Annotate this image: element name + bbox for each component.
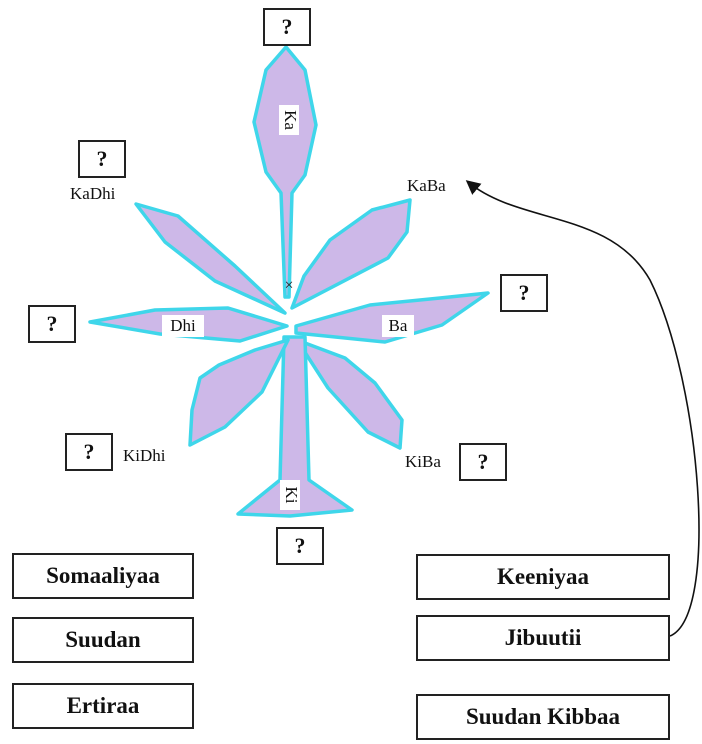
label-chip-ki (280, 480, 300, 510)
petal-southeast (295, 338, 404, 450)
petal-northeast (290, 198, 412, 310)
center-mark: × (284, 277, 293, 294)
question-box-southeast[interactable]: ? (459, 443, 507, 481)
question-box-south[interactable]: ? (276, 527, 324, 565)
answer-keeniyaa[interactable]: Keeniyaa (416, 554, 670, 600)
label-dhi: Dhi (170, 316, 196, 335)
petal-south (236, 335, 354, 518)
label-chip-ka (279, 105, 299, 135)
label-ba: Ba (389, 316, 408, 335)
answer-somaaliyaa[interactable]: Somaaliyaa (12, 553, 194, 599)
question-box-southwest[interactable]: ? (65, 433, 113, 471)
label-kadhi: KaDhi (70, 184, 116, 203)
petal-southwest (188, 338, 290, 447)
question-box-east[interactable]: ? (500, 274, 548, 312)
question-box-north[interactable]: ? (263, 8, 311, 46)
label-ki: Ki (282, 487, 301, 504)
petal-northwest (134, 202, 287, 315)
answer-suudan-kibbaa[interactable]: Suudan Kibbaa (416, 694, 670, 740)
answer-arrow (465, 180, 700, 637)
question-box-northwest[interactable]: ? (78, 140, 126, 178)
label-kaba: KaBa (407, 176, 446, 195)
answer-suudan[interactable]: Suudan (12, 617, 194, 663)
question-box-west[interactable]: ? (28, 305, 76, 343)
petal-north (252, 45, 318, 299)
answer-ertiraa[interactable]: Ertiraa (12, 683, 194, 729)
label-kidhi: KiDhi (123, 446, 166, 465)
label-ka: Ka (281, 110, 300, 130)
label-chip-dhi (162, 315, 204, 337)
compass-petals (88, 45, 490, 518)
answer-jibuutii[interactable]: Jibuutii (416, 615, 670, 661)
label-kiba: KiBa (405, 452, 441, 471)
label-chip-ba (382, 315, 414, 337)
